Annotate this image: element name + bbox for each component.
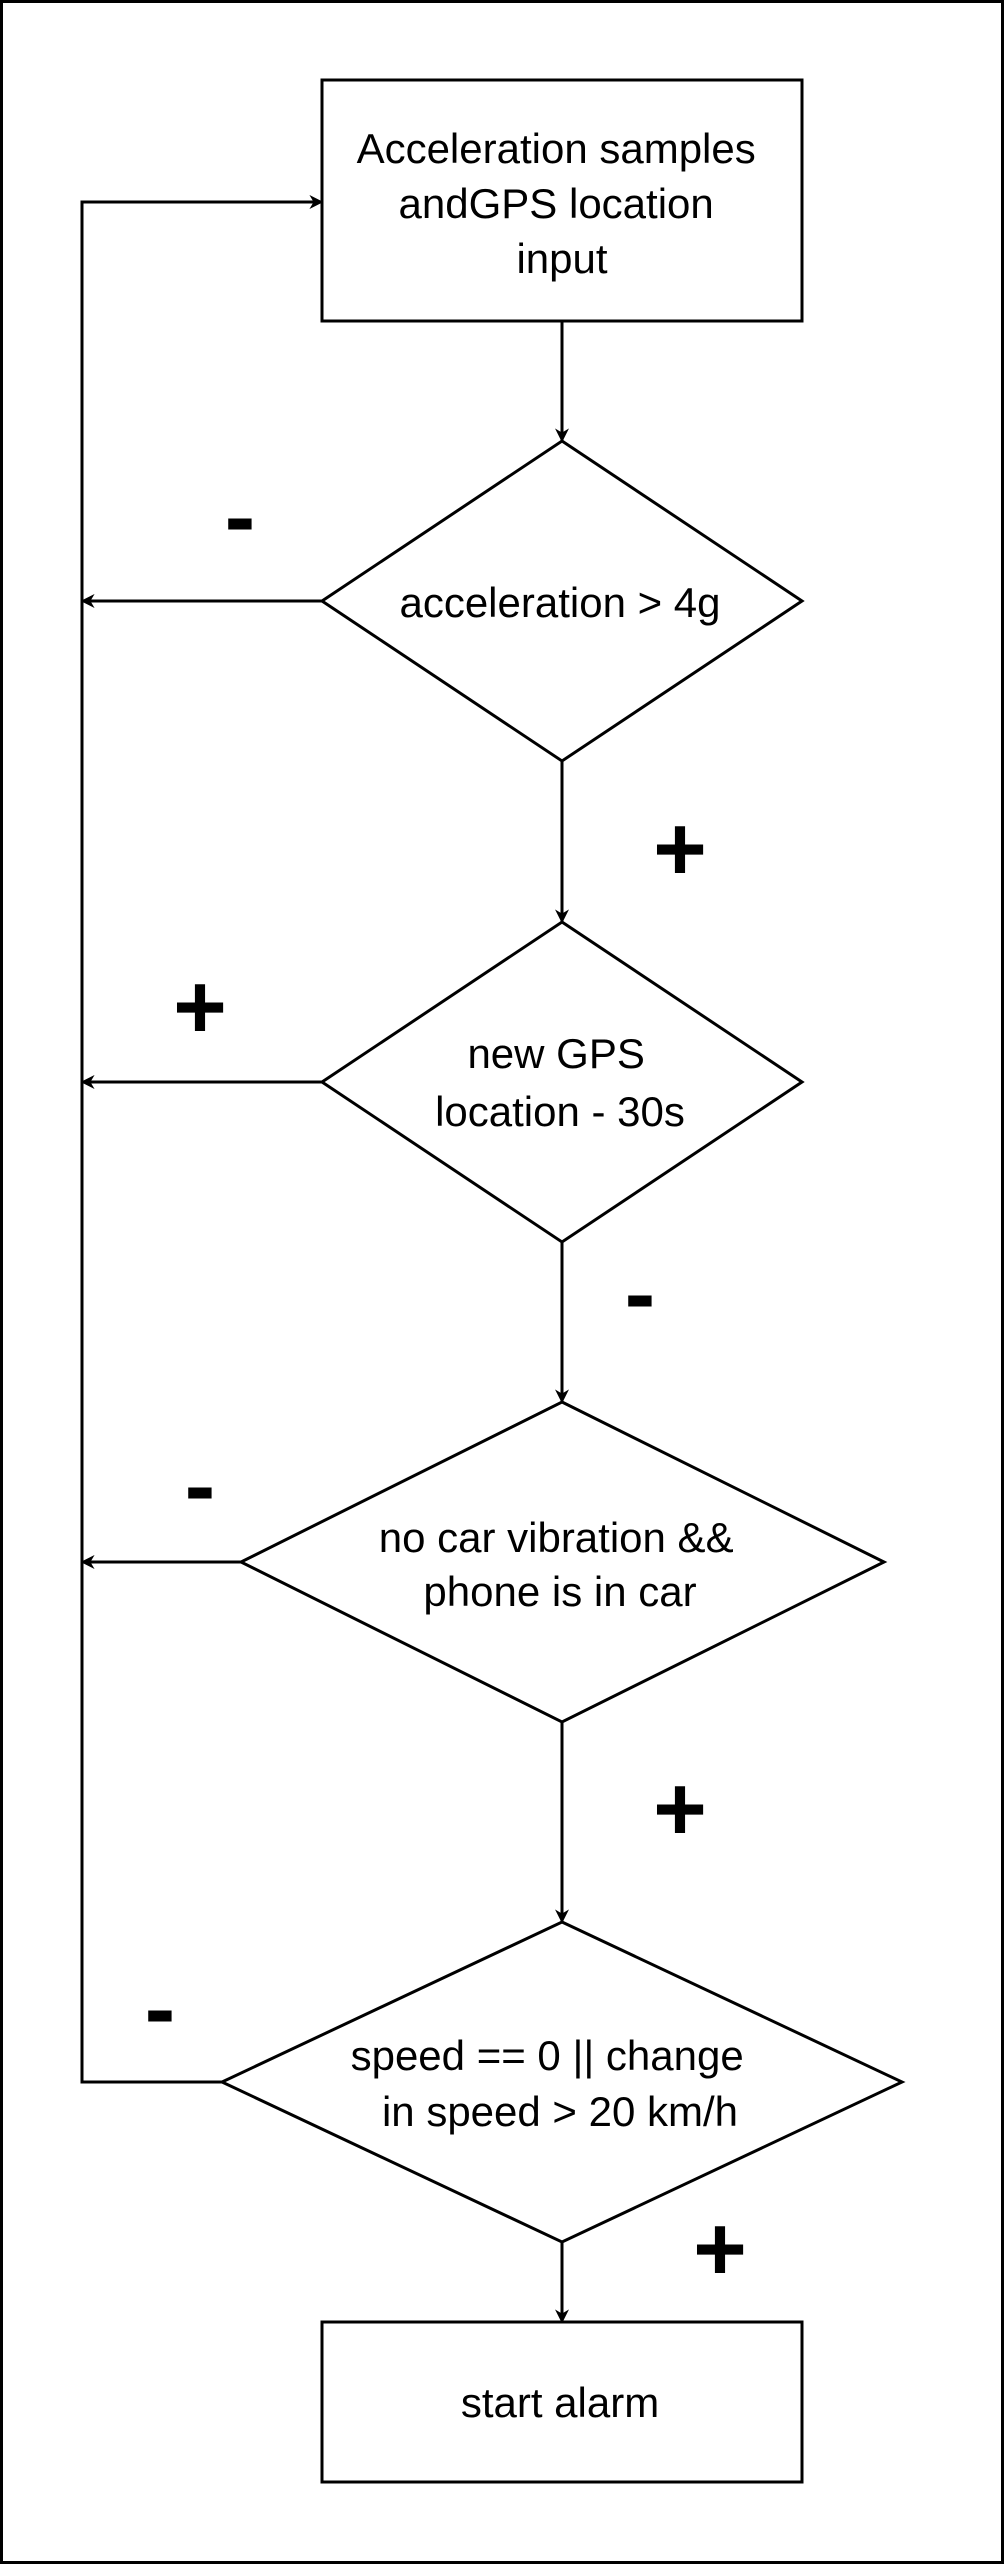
input-box	[320, 78, 804, 323]
input-label-line-3: input	[516, 235, 607, 282]
acceleration-label-line-1: acceleration > 4g	[399, 579, 720, 626]
input-label: Acceleration samples andGPS location inp…	[357, 125, 768, 282]
speed-no-sign: -	[145, 1958, 176, 2060]
vibration-label-line-1: no car vibration &&	[379, 1514, 734, 1561]
gps-decision	[319, 920, 805, 1244]
alarm-label: start alarm	[461, 2379, 659, 2426]
vibration-no-sign: -	[185, 1435, 216, 1537]
speed-label-line-1: speed == 0 || change	[351, 2032, 744, 2079]
gps-label-line-2: location - 30s	[435, 1088, 685, 1135]
alarm-box	[320, 2320, 804, 2484]
speed-decision	[218, 1920, 906, 2244]
gps-no-sign: -	[625, 1243, 656, 1345]
acceleration-label: acceleration > 4g	[399, 579, 720, 626]
acceleration-no-sign: -	[225, 466, 256, 568]
vibration-label-line-2: phone is in car	[423, 1568, 696, 1615]
gps-label-line-1: new GPS	[467, 1030, 644, 1077]
input-label-line-2: andGPS location	[399, 180, 714, 227]
gps-label: new GPS location - 30s	[435, 1030, 685, 1135]
vibration-yes-sign: +	[653, 1758, 707, 1860]
speed-label: speed == 0 || change in speed > 20 km/h	[351, 2032, 756, 2135]
speed-label-line-2: in speed > 20 km/h	[382, 2088, 738, 2135]
speed-yes-sign: +	[693, 2198, 747, 2300]
vibration-decision	[237, 1400, 888, 1724]
alarm-label-line-1: start alarm	[461, 2379, 659, 2426]
vibration-label: no car vibration && phone is in car	[379, 1514, 746, 1615]
input-label-line-1: Acceleration samples	[357, 125, 756, 172]
edge-speed-loop-back	[80, 195, 324, 2084]
gps-yes-sign: +	[173, 956, 227, 1058]
acceleration-yes-sign: +	[653, 798, 707, 900]
